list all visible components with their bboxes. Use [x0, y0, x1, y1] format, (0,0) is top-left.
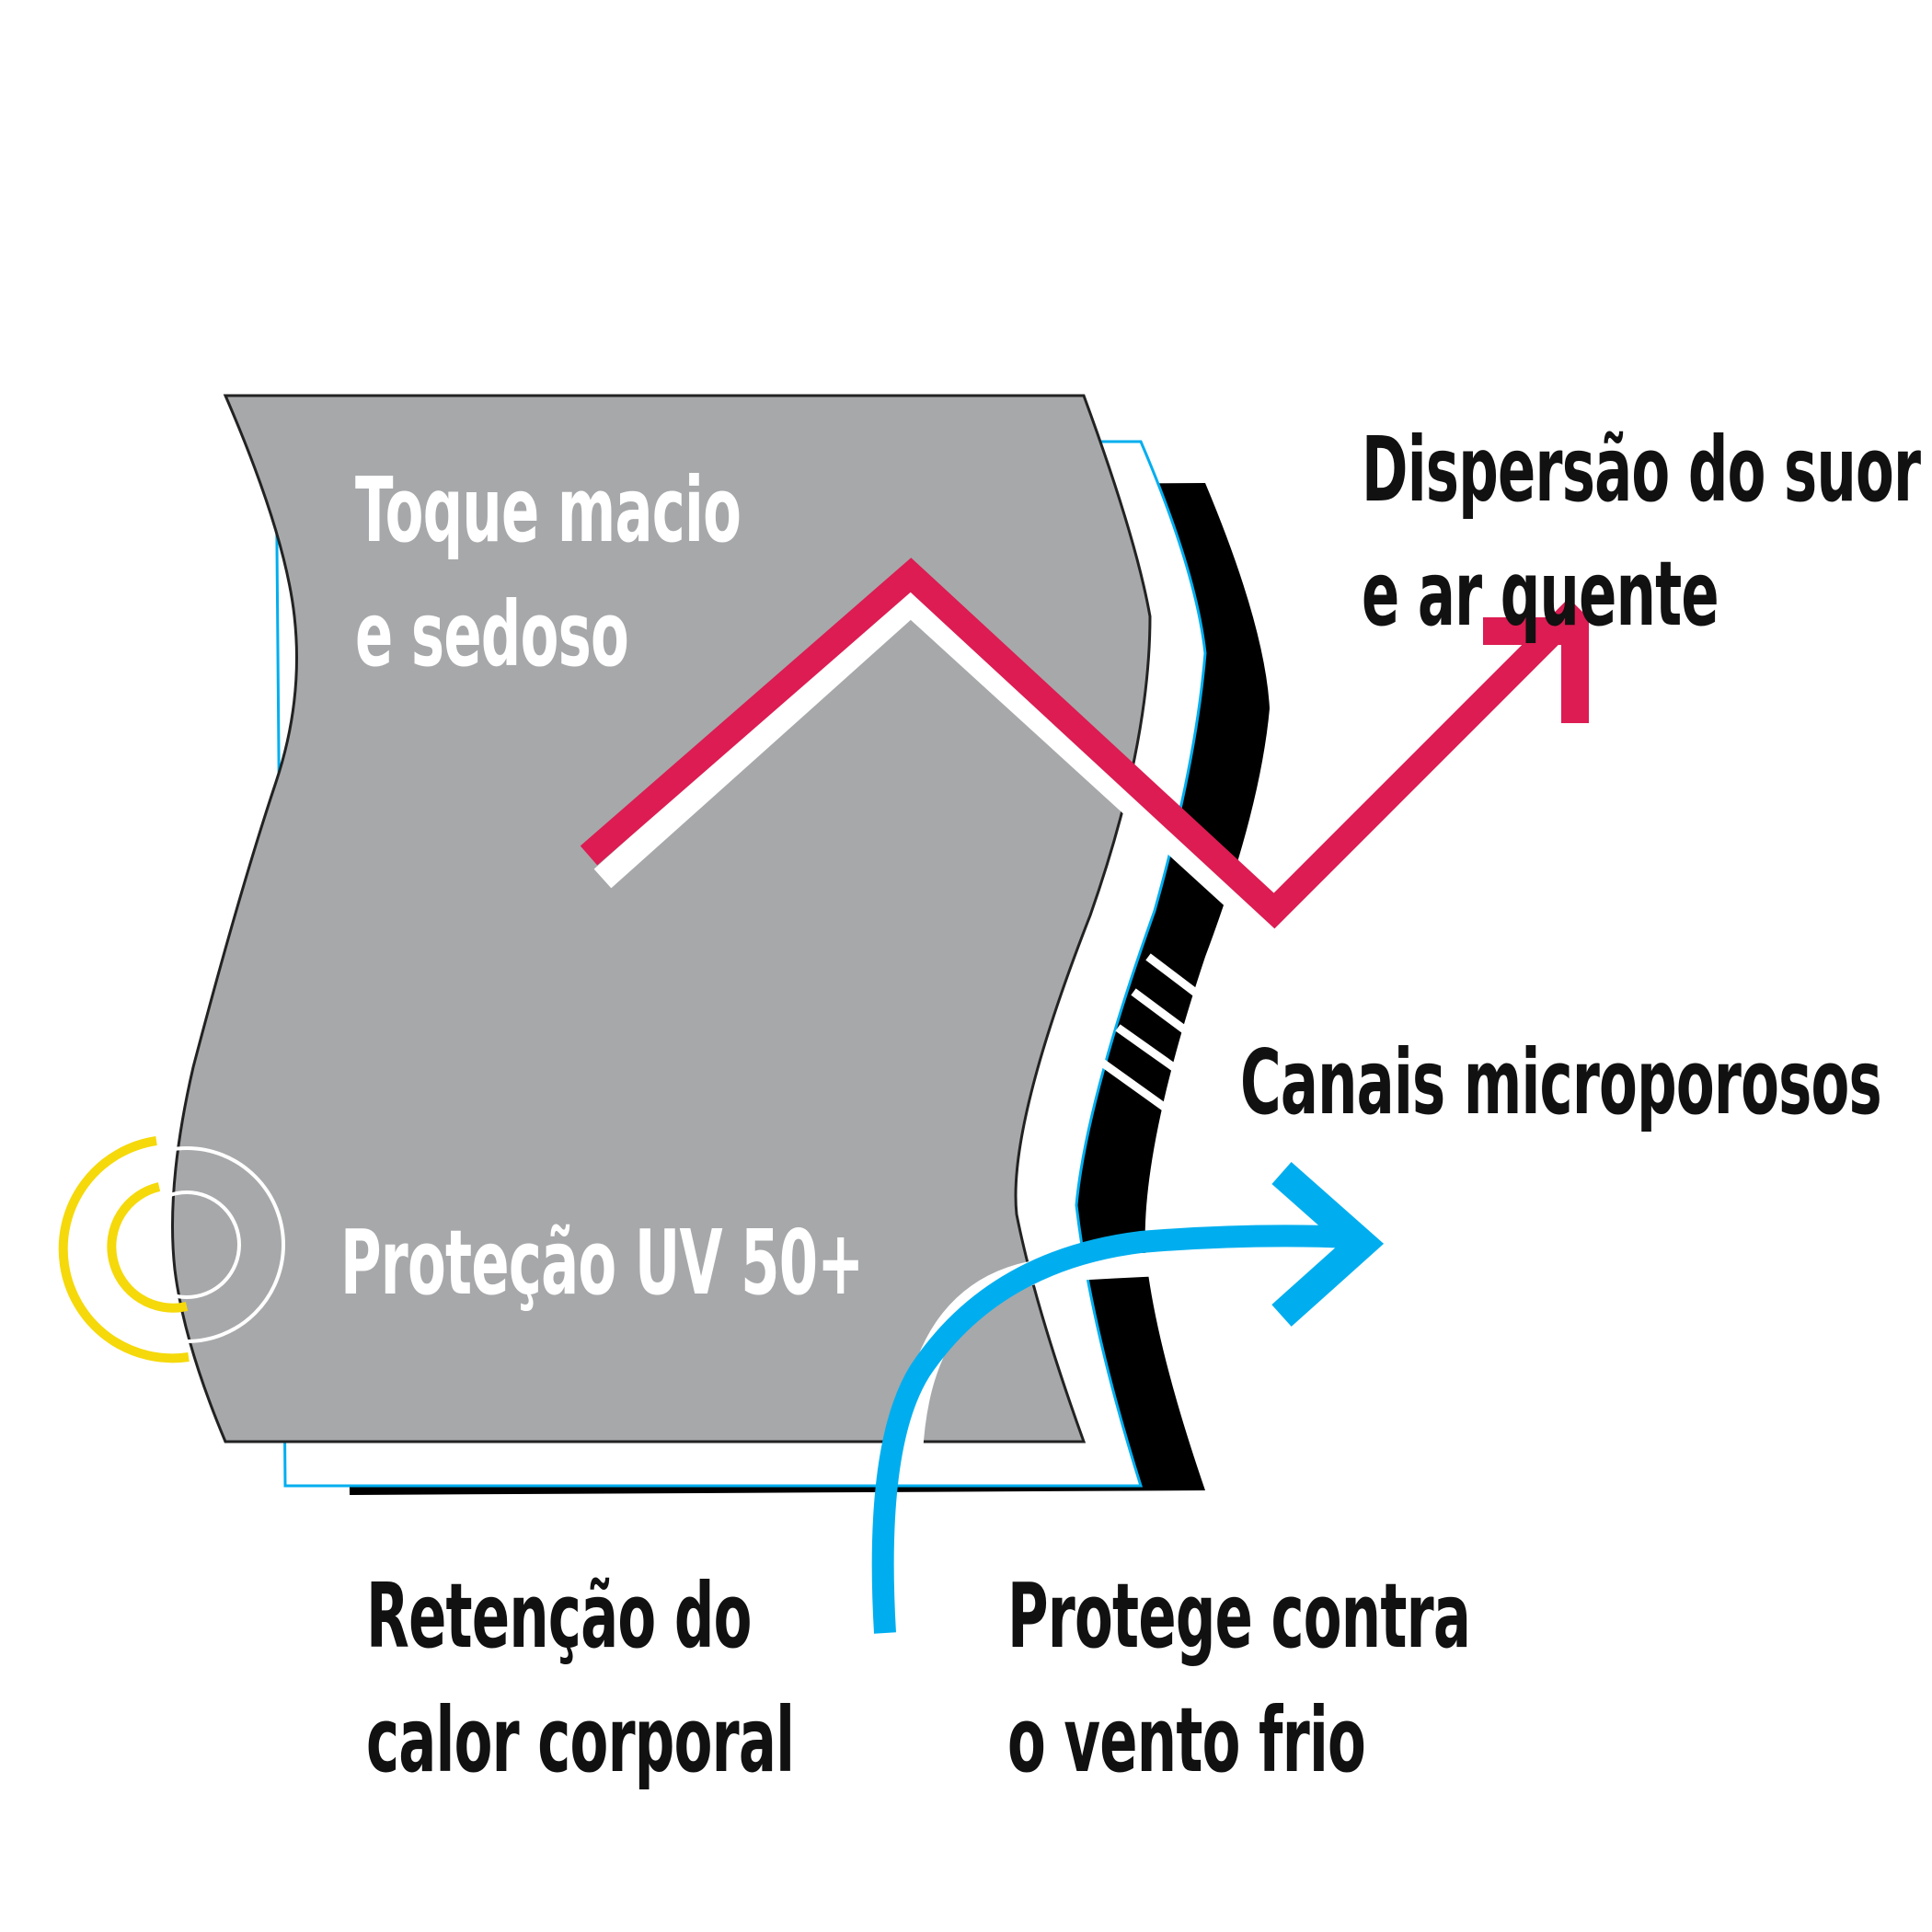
front-gray-layer — [171, 394, 1152, 1443]
soft-touch-line1: Toque macio — [355, 459, 742, 563]
uv-ring-outer-yellow — [58, 1136, 190, 1363]
zigzag-arrow-shadow — [593, 585, 1564, 952]
uv-ring-inner-yellow — [107, 1182, 189, 1313]
heat-retention-line1: Retenção do — [366, 1565, 752, 1669]
curved-arrow-line — [871, 1225, 1353, 1634]
wind-protection-line1: Protege contra — [1007, 1565, 1471, 1669]
heat-retention-line2: calor corporal — [366, 1689, 795, 1793]
sweat-dispersion-line2: e ar quente — [1362, 543, 1719, 647]
curved-arrow-icon — [871, 1162, 1385, 1634]
heat-retention-label: Retenção do calor corporal — [366, 1555, 795, 1803]
micropore-channel-2 — [1131, 988, 1201, 1043]
uv-protection-line1: Proteção UV 50+ — [340, 1212, 864, 1316]
uv-ring-inner-white — [132, 1190, 241, 1299]
zigzag-arrow-head — [1483, 617, 1589, 723]
wind-protection-line2: o vento frio — [1007, 1689, 1366, 1793]
micropore-channel-1 — [1145, 953, 1215, 1009]
soft-touch-line2: e sedoso — [355, 583, 629, 687]
micropores-line1: Canais microporosos — [1240, 1031, 1882, 1135]
uv-ring-outer-white — [88, 1146, 285, 1343]
soft-touch-label: Toque macio e sedoso — [355, 449, 742, 697]
concentric-rings-icon — [58, 1136, 285, 1363]
uv-protection-label: Proteção UV 50+ — [340, 1202, 864, 1326]
curved-arrow-head — [1271, 1162, 1385, 1327]
sweat-dispersion-line1: Dispersão do suor — [1362, 419, 1921, 523]
sweat-dispersion-label: Dispersão do suor e ar quente — [1362, 408, 1921, 657]
micropore-channel-4 — [1099, 1059, 1173, 1115]
micropore-channel-3 — [1115, 1024, 1187, 1078]
micropores-label: Canais microporosos — [1240, 1021, 1882, 1145]
wind-protection-label: Protege contra o vento frio — [1007, 1555, 1471, 1803]
micropore-channels-icon — [1099, 953, 1215, 1115]
zigzag-arrow-line — [580, 558, 1587, 929]
zigzag-arrow-icon — [580, 558, 1589, 952]
